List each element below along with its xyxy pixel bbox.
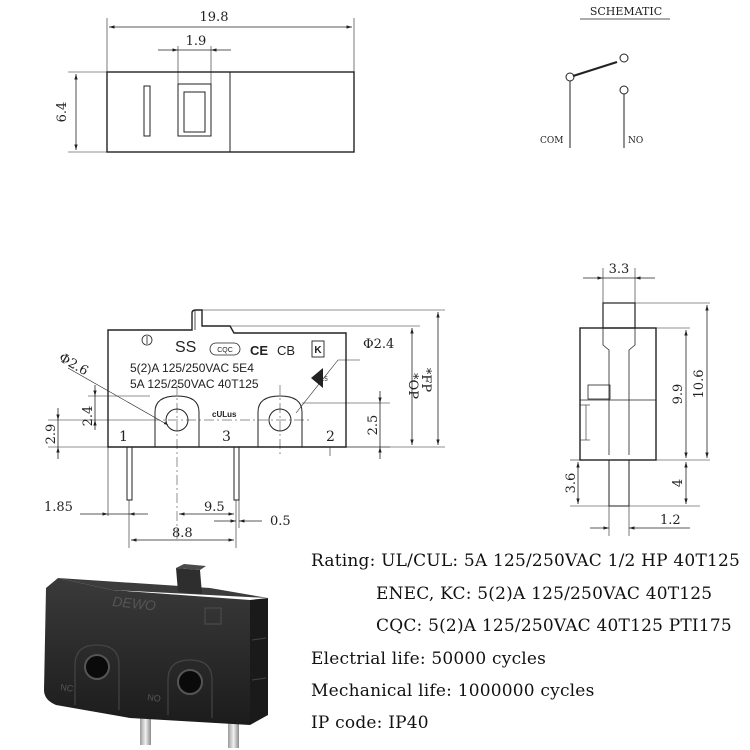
- dim-1-2: 1.2: [660, 513, 681, 528]
- ce-logo: CE: [250, 343, 268, 358]
- front-view: [48, 309, 445, 548]
- pin-2-label: 2: [326, 429, 335, 445]
- spec-enec-kc: ENEC, KC: 5(2)A 125/250VAC 40T125: [376, 584, 713, 604]
- cqc-logo: CQC: [217, 347, 233, 354]
- dim-fp: *FP: [418, 368, 433, 393]
- schematic-title: SCHEMATIC: [590, 5, 662, 18]
- photo-nc-label: NC: [60, 682, 75, 694]
- body-line-2: 5A 125/250VAC 40T125: [130, 377, 259, 391]
- spec-rating: Rating: UL/CUL: 5A 125/250VAC 1/2 HP 40T…: [311, 551, 741, 571]
- dim-top-height: 6.4: [55, 102, 70, 123]
- spec-ip-code: IP code: IP40: [311, 713, 429, 733]
- pin-1-label: 1: [119, 429, 128, 445]
- dim-3-3: 3.3: [609, 262, 630, 277]
- kc-logo: K: [314, 345, 322, 356]
- dim-9-5: 9.5: [204, 500, 225, 515]
- dim-1-85: 1.85: [44, 500, 73, 515]
- dim-9-9: 9.9: [671, 384, 686, 405]
- body-line-1: 5(2)A 125/250VAC 5E4: [130, 361, 254, 375]
- cb-logo: CB: [277, 343, 295, 358]
- dim-hole-diameter-left: Φ2.6: [56, 350, 91, 379]
- dim-3-6: 3.6: [564, 473, 579, 494]
- schematic-no-label: NO: [628, 136, 643, 146]
- side-view: [570, 268, 710, 536]
- enec-number: 15: [321, 377, 328, 383]
- dim-hole-diameter: Φ2.4: [363, 337, 394, 352]
- dim-0-5: 0.5: [270, 514, 291, 529]
- schematic: [565, 18, 670, 148]
- dim-8-8: 8.8: [172, 526, 193, 541]
- photo-no-label: NO: [147, 692, 162, 704]
- spec-mechanical-life: Mechanical life: 1000000 cycles: [311, 681, 595, 701]
- dim-10-6: 10.6: [692, 370, 707, 399]
- brand-mark: SS: [175, 339, 196, 356]
- dim-op: *OP: [405, 373, 420, 399]
- spec-electrical-life: Electrial life: 50000 cycles: [311, 649, 547, 669]
- dim-4: 4: [671, 479, 686, 487]
- dim-top-width: 19.8: [200, 10, 229, 25]
- photo-mark: DEWO: [112, 593, 157, 613]
- dim-2-9: 2.9: [44, 424, 59, 445]
- dim-top-slot: 1.9: [186, 34, 207, 49]
- product-photo: [44, 564, 268, 748]
- pin-3-label: 3: [222, 429, 231, 445]
- ul-logo: cULus: [212, 410, 237, 419]
- schematic-com-label: COM: [540, 136, 563, 146]
- dim-2-5: 2.5: [366, 415, 381, 436]
- top-view: [68, 18, 355, 153]
- dim-2-4: 2.4: [81, 406, 96, 427]
- photo-pin-left: [140, 695, 151, 745]
- spec-cqc: CQC: 5(2)A 125/250VAC 40T125 PTI175: [376, 616, 732, 636]
